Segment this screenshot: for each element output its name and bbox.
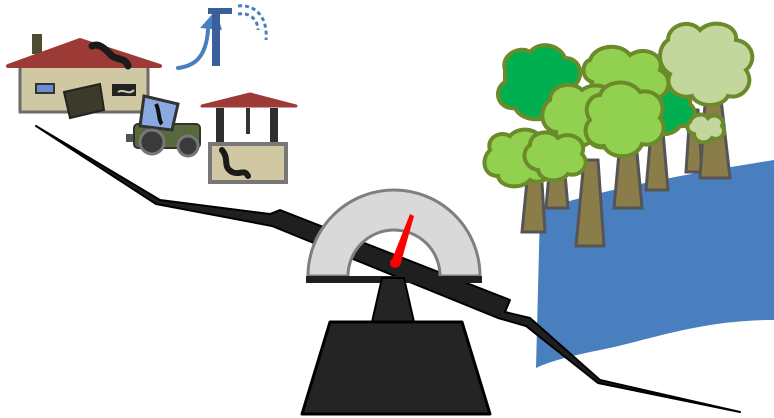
damaged-house-icon: [8, 34, 160, 118]
wind-pump-icon: [178, 6, 266, 68]
well-icon: [202, 94, 296, 182]
